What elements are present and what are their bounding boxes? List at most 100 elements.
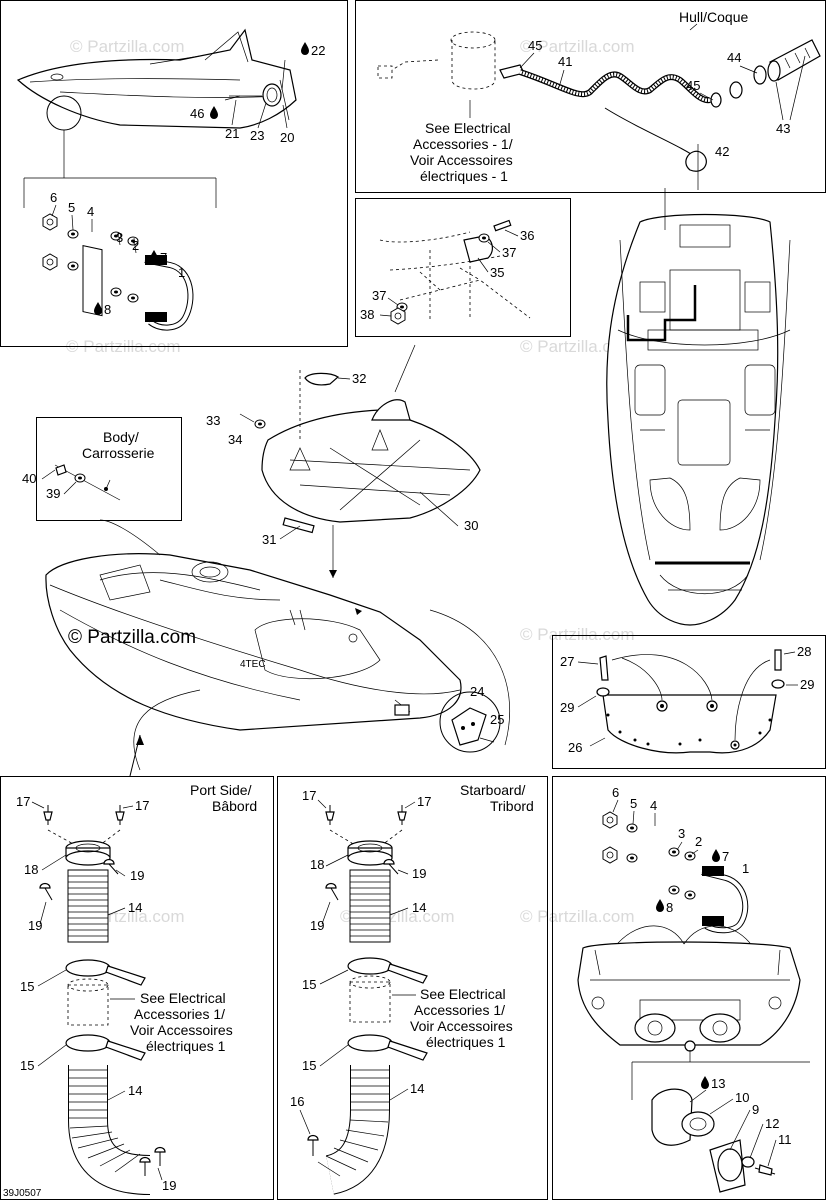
- see-electrical-text: Voir Accessoires: [130, 1022, 233, 1038]
- gasket-part: [651, 1088, 693, 1146]
- callout-18: 18: [310, 857, 324, 872]
- bilge-pump-assembly: Hull/Coque See Electrical Accessories - …: [377, 9, 821, 190]
- callout-19: 19: [130, 868, 144, 883]
- watermark-text: © Partzilla.com: [520, 337, 635, 356]
- callout-39: 39: [46, 486, 60, 501]
- panel-mid-right: [355, 198, 571, 337]
- nozzle-part: [262, 83, 282, 107]
- handle-32: [304, 372, 340, 386]
- drawing-id: 39J0507: [3, 1188, 42, 1199]
- see-electrical-text: Voir Accessoires: [410, 1018, 513, 1034]
- callout-25: 25: [490, 712, 504, 727]
- callout-29: 29: [800, 677, 814, 692]
- callout-19: 19: [310, 918, 324, 933]
- hull-outline: [606, 213, 779, 626]
- body-label: Carrosserie: [82, 445, 155, 461]
- boat-side-view: [16, 28, 297, 129]
- callout-22: 22: [311, 43, 325, 58]
- svg-text:4TEC: 4TEC: [240, 659, 266, 670]
- see-electrical-text: électriques 1: [426, 1034, 506, 1050]
- callout-45: 45: [528, 38, 542, 53]
- callout-11: 11: [778, 1132, 792, 1147]
- callout-3: 3: [116, 230, 123, 245]
- panel-top-left: [0, 0, 348, 347]
- plate-part: [82, 245, 103, 317]
- callout-14: 14: [410, 1081, 424, 1096]
- detail-24-25: 24 25: [439, 684, 504, 753]
- body-label: Body/: [103, 429, 139, 445]
- see-electrical-text: Accessories - 1/: [413, 136, 513, 152]
- callout-37: 37: [502, 245, 516, 260]
- callout-20: 20: [280, 130, 294, 145]
- starboard-label: Tribord: [490, 798, 534, 814]
- watermark-text: © Partzilla.com: [68, 627, 196, 648]
- watermark-text: © Partzilla.com: [520, 37, 635, 56]
- callout-1: 1: [178, 265, 185, 280]
- callout-16: 16: [290, 1094, 304, 1109]
- callout-28: 28: [797, 644, 811, 659]
- callout-17: 17: [16, 794, 30, 809]
- see-electrical-text: électriques 1: [146, 1038, 226, 1054]
- callout-40: 40: [22, 471, 36, 486]
- callout-34: 34: [228, 432, 242, 447]
- callout-45: 45: [686, 78, 700, 93]
- callout-19: 19: [162, 1178, 176, 1193]
- callout-17: 17: [417, 794, 431, 809]
- callout-35: 35: [490, 265, 504, 280]
- callout-9: 9: [752, 1102, 759, 1117]
- callout-29: 29: [560, 700, 574, 715]
- callout-2: 2: [695, 834, 702, 849]
- top-left-assembly: 6 5 4 3 2 7 1 8 22 46 21 23 20: [16, 28, 325, 331]
- callout-15: 15: [20, 1058, 34, 1073]
- callout-17: 17: [302, 788, 316, 803]
- callout-19: 19: [412, 866, 426, 881]
- callout-23: 23: [250, 128, 264, 143]
- callout-36: 36: [520, 228, 534, 243]
- callout-8: 8: [666, 900, 673, 915]
- see-electrical-text: électriques - 1: [420, 168, 508, 184]
- callout-43: 43: [776, 121, 790, 136]
- callout-4: 4: [650, 798, 657, 813]
- watermark-text: © Partzilla.com: [520, 907, 635, 926]
- callout-1: 1: [742, 861, 749, 876]
- watermark-text: © Partzilla.com: [70, 37, 185, 56]
- callout-38: 38: [360, 307, 374, 322]
- callout-14: 14: [412, 900, 426, 915]
- starboard-label: Starboard/: [460, 782, 525, 798]
- callout-37: 37: [372, 288, 386, 303]
- callout-17: 17: [135, 798, 149, 813]
- callout-7: 7: [160, 250, 167, 265]
- callout-18: 18: [24, 862, 38, 877]
- callout-31: 31: [262, 532, 276, 547]
- see-electrical-text: See Electrical: [140, 990, 226, 1006]
- see-electrical-text: Accessories 1/: [134, 1006, 225, 1022]
- callout-3: 3: [678, 826, 685, 841]
- callout-32: 32: [352, 371, 366, 386]
- main-boat-view: 4TEC © Partzilla.com: [45, 519, 511, 777]
- callout-15: 15: [302, 977, 316, 992]
- hose-14-starboard: [349, 869, 391, 943]
- callout-14: 14: [128, 1083, 142, 1098]
- watermark-text: © Partzilla.com: [520, 625, 635, 644]
- rear-panel-assembly: 27 29 26 28 29: [560, 644, 814, 755]
- callout-5: 5: [630, 796, 637, 811]
- body-panel-content: Body/ Carrosserie 40 39: [22, 429, 155, 501]
- see-electrical-text: Accessories 1/: [414, 1002, 505, 1018]
- callout-6: 6: [612, 785, 619, 800]
- panel-port-side: [0, 776, 274, 1200]
- callout-8: 8: [104, 302, 111, 317]
- callout-5: 5: [68, 200, 75, 215]
- callout-41: 41: [558, 54, 572, 69]
- panel-body: [36, 417, 182, 521]
- callout-30: 30: [464, 518, 478, 533]
- callout-10: 10: [735, 1090, 749, 1105]
- callout-7: 7: [722, 849, 729, 864]
- see-electrical-text: See Electrical: [420, 986, 506, 1002]
- starboard-side-assembly: Starboard/ Tribord See Electrical Access…: [290, 782, 534, 1195]
- port-side-label: Bâbord: [212, 798, 257, 814]
- transom-part: [577, 941, 801, 1046]
- callout-44: 44: [727, 50, 741, 65]
- callout-33: 33: [206, 413, 220, 428]
- see-electrical-text: Voir Accessoires: [410, 152, 513, 168]
